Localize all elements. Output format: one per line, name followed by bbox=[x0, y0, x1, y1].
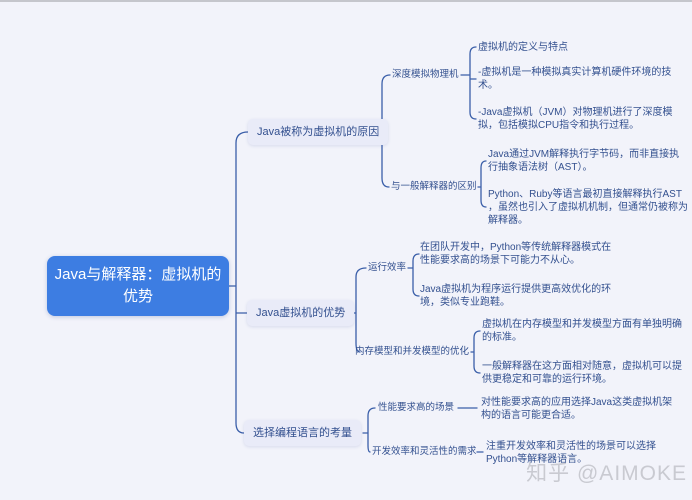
leaf-note[interactable]: Python、Ruby等语言最初直接解释执行AST ，虽然也引入了虚拟机机制，但… bbox=[488, 189, 688, 226]
subtopic-dev-efficiency[interactable]: 开发效率和灵活性的需求 bbox=[372, 446, 477, 457]
leaf-note[interactable]: 虚拟机的定义与特点 bbox=[478, 42, 568, 53]
branch-node-java-vm-reason[interactable]: Java被称为虚拟机的原因 bbox=[248, 119, 389, 145]
leaf-note[interactable]: Java通过JVM解释执行字节码，而非直接执 行抽象语法树（AST）。 bbox=[488, 149, 680, 173]
leaf-note[interactable]: 注重开发效率和灵活性的场景可以选择 Python等解释器语言。 bbox=[486, 441, 656, 465]
leaf-note[interactable]: 对性能要求高的应用选择Java这类虚拟机架 构的语言可能更合适。 bbox=[481, 397, 673, 421]
leaf-note[interactable]: -Java虚拟机（JVM）对物理机进行了深度模 拟，包括模拟CPU指令和执行过程… bbox=[478, 107, 673, 131]
subtopic-deep-simulation[interactable]: 深度模拟物理机 bbox=[392, 69, 459, 80]
subtopic-high-performance[interactable]: 性能要求高的场景 bbox=[378, 402, 455, 413]
leaf-note[interactable]: Java虚拟机为程序运行提供更高效优化的环 境，类似专业跑鞋。 bbox=[420, 284, 612, 308]
subtopic-memory-concurrency[interactable]: 内存模型和并发模型的优化 bbox=[355, 346, 470, 357]
branch-node-jvm-advantages[interactable]: Java虚拟机的优势 bbox=[247, 300, 355, 326]
watermark-zhihu: 知乎 @AIMOKE bbox=[526, 462, 687, 485]
root-node[interactable]: Java与解释器：虚拟机的 优势 bbox=[47, 256, 229, 316]
subtopic-runtime-efficiency[interactable]: 运行效率 bbox=[368, 262, 407, 273]
window-top-border bbox=[0, 0, 692, 2]
subtopic-interpreter-difference[interactable]: 与一般解释器的区别 bbox=[391, 181, 477, 192]
branch-node-language-choice[interactable]: 选择编程语言的考量 bbox=[244, 420, 361, 446]
leaf-note[interactable]: 一般解释器在这方面相对随意，虚拟机可以提 供更稳定和可靠的运行环境。 bbox=[482, 361, 682, 385]
leaf-note[interactable]: 虚拟机在内存模型和并发模型方面有单独明确 的标准。 bbox=[482, 319, 682, 343]
leaf-note[interactable]: -虚拟机是一种模拟真实计算机硬件环境的技 术。 bbox=[478, 67, 672, 91]
leaf-note[interactable]: 在团队开发中，Python等传统解释器模式在 性能要求高的场景下可能力不从心。 bbox=[420, 242, 612, 266]
